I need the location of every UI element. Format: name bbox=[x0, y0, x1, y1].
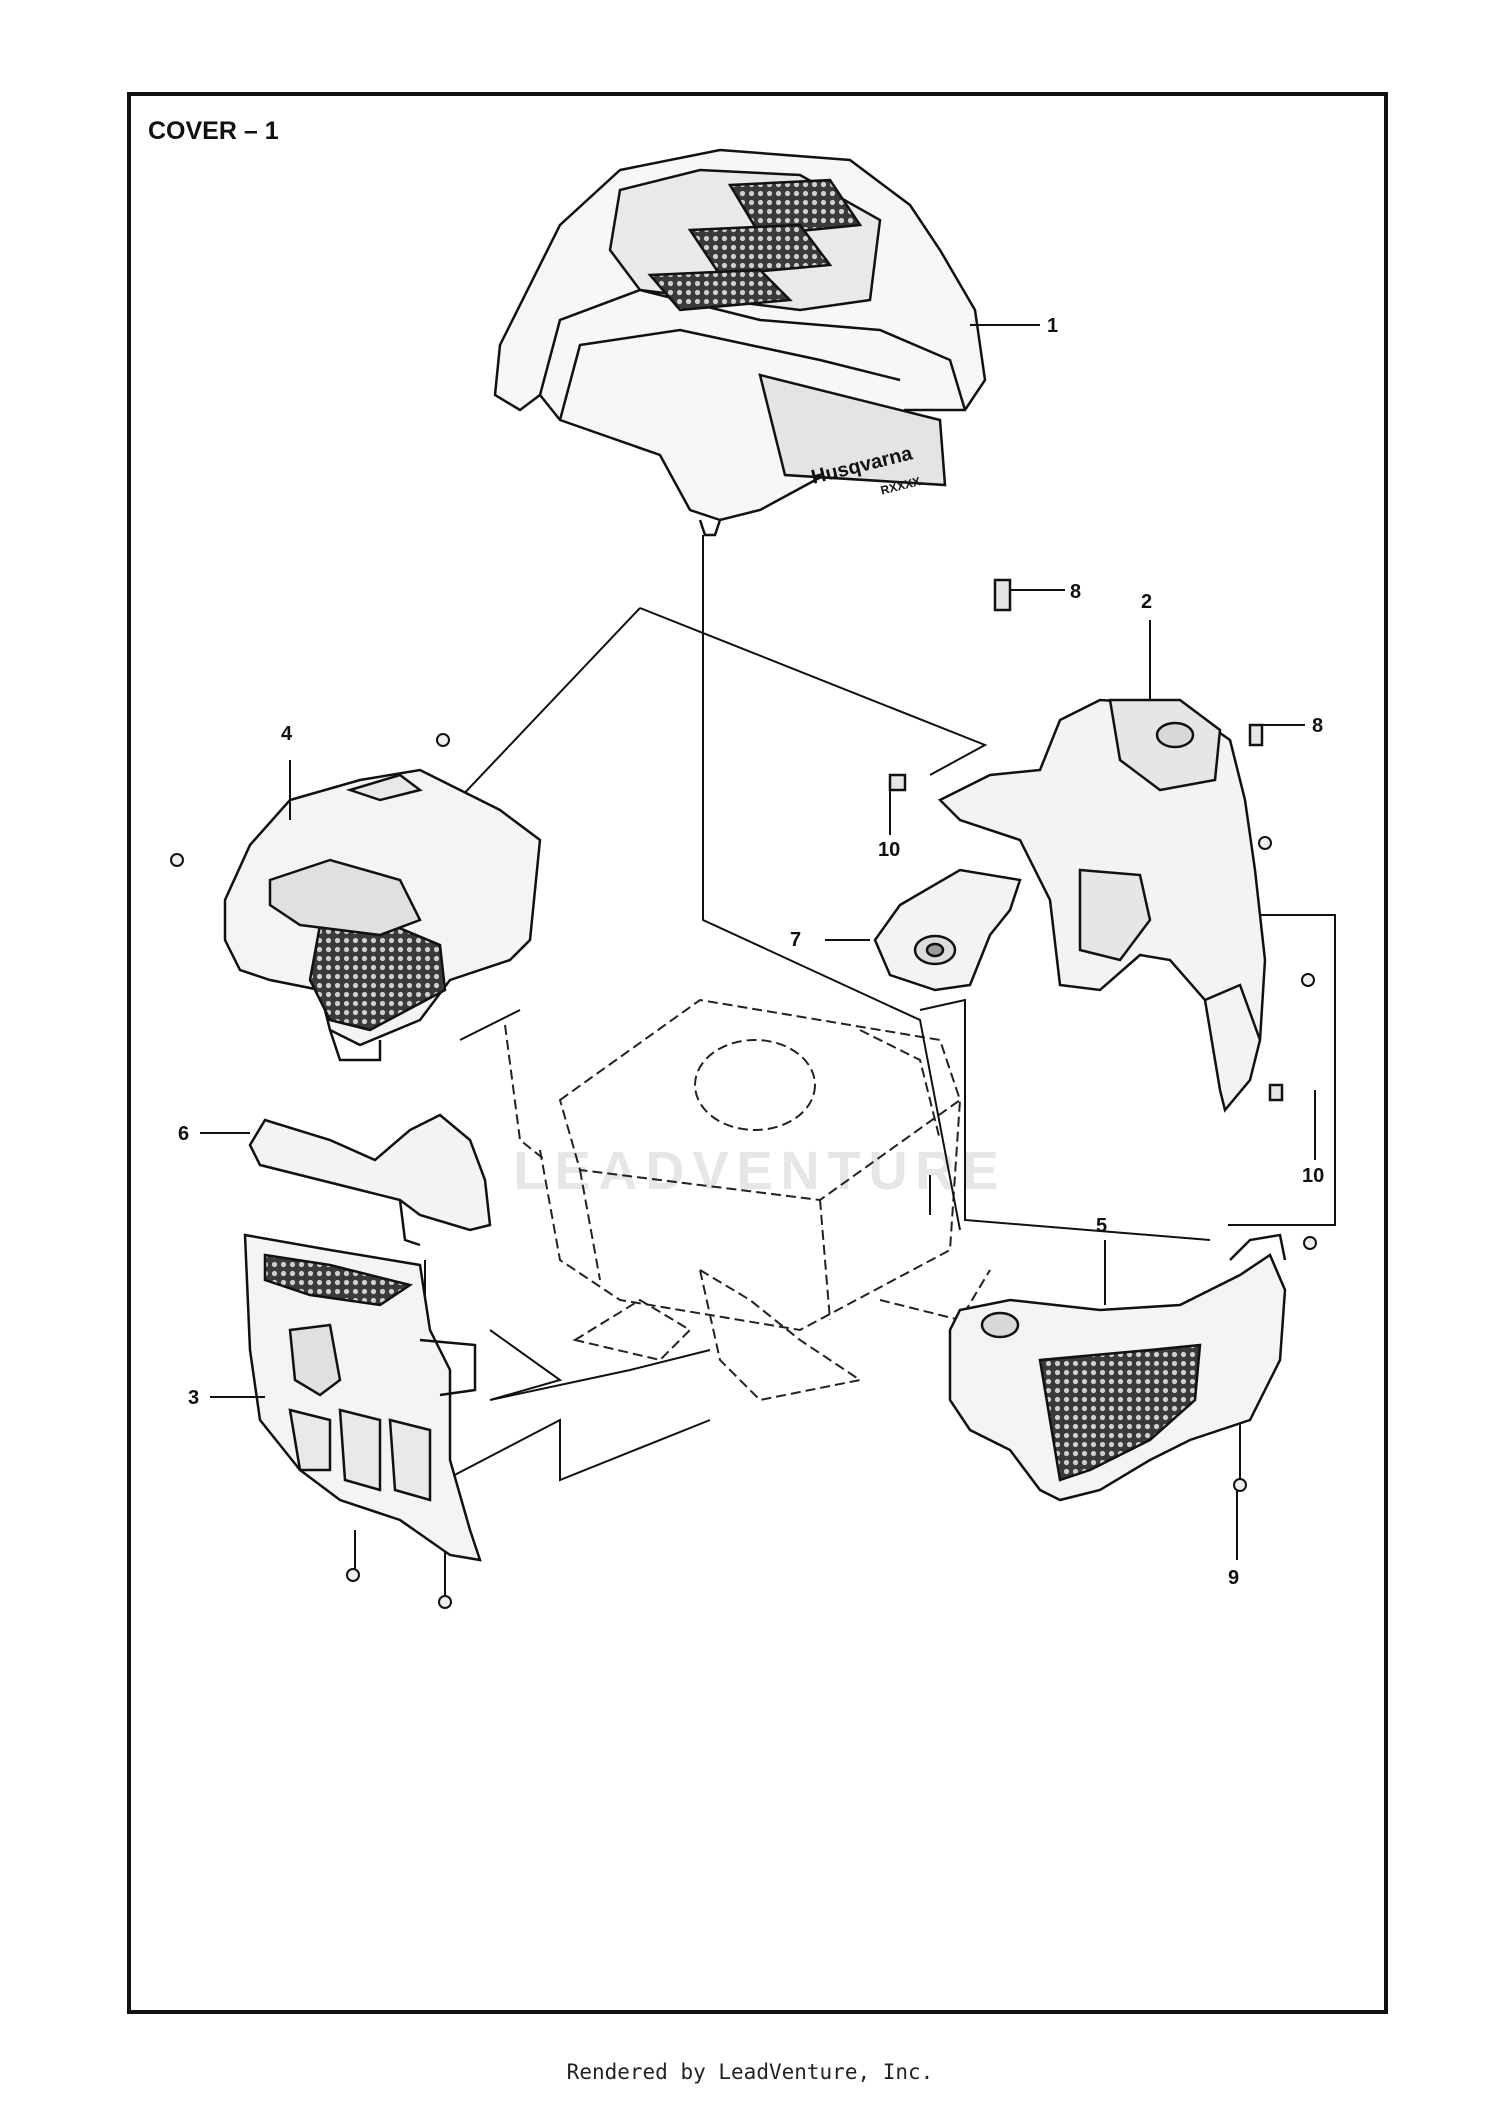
callout-10-left: 10 bbox=[878, 839, 900, 861]
chassis-frame-dashed bbox=[504, 998, 991, 1402]
part-3-front-lower-grille bbox=[243, 1233, 482, 1562]
callout-10-right: 10 bbox=[1302, 1165, 1324, 1187]
diagram-frame bbox=[127, 92, 1388, 2014]
callout-7: 7 bbox=[790, 929, 801, 951]
part-4-left-side-panel bbox=[223, 768, 542, 1062]
fasteners bbox=[170, 733, 1317, 1609]
callout-5: 5 bbox=[1096, 1215, 1107, 1237]
callout-2: 2 bbox=[1141, 591, 1152, 613]
callout-4: 4 bbox=[281, 723, 293, 745]
callout-9: 9 bbox=[1228, 1567, 1239, 1589]
part-2-right-dash-panel bbox=[888, 578, 1284, 1113]
callout-3: 3 bbox=[188, 1387, 199, 1409]
callout-6: 6 bbox=[178, 1123, 189, 1145]
part-5-right-front-grille bbox=[948, 1233, 1287, 1502]
part-6-deflector bbox=[248, 1113, 492, 1247]
diagram-title: COVER – 1 bbox=[148, 117, 279, 145]
footer-credit: Rendered by LeadVenture, Inc. bbox=[566, 2060, 934, 2084]
part-1-hood-cover bbox=[493, 148, 987, 537]
callout-8-right: 8 bbox=[1312, 715, 1323, 737]
callout-leaders bbox=[200, 324, 1316, 1560]
callout-1: 1 bbox=[1047, 315, 1058, 337]
part-7-tray-plate bbox=[873, 868, 1022, 992]
callout-8-top: 8 bbox=[1070, 581, 1081, 603]
